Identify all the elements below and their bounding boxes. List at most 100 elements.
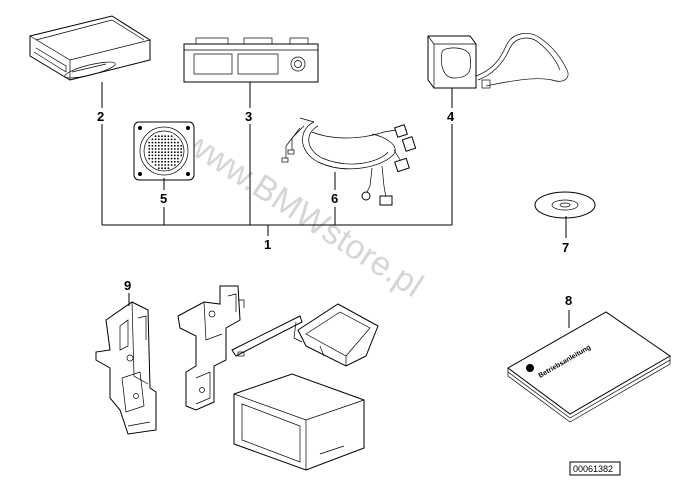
grille-dot <box>151 157 154 160</box>
grille-dot <box>148 144 151 147</box>
part-mounting-bracket <box>95 301 157 435</box>
grille-dot <box>154 157 157 160</box>
grille-dot <box>154 151 157 154</box>
part-owners-manual: Betriebsanleitung <box>507 311 671 423</box>
part-wiring-harness <box>281 117 417 206</box>
grille-dot <box>170 151 173 154</box>
part-navigation-computer <box>29 15 151 81</box>
grille-dot <box>157 135 160 138</box>
grille-dot <box>161 148 163 150</box>
grille-dot <box>161 151 163 154</box>
callout-leaders <box>101 82 570 328</box>
grille-dot <box>167 157 170 160</box>
grille-dot <box>167 135 170 138</box>
grille-dot <box>157 148 160 150</box>
grille-dot <box>151 154 154 157</box>
grille-dot <box>164 144 167 147</box>
part-loudspeaker <box>133 121 195 181</box>
grille-dot <box>164 138 167 141</box>
callout-labels: 2 3 4 5 6 1 7 8 9 <box>97 109 572 308</box>
grille-dot <box>148 157 151 160</box>
grille-dot <box>161 135 163 138</box>
grille-dot <box>177 151 179 154</box>
part-installation-frame <box>233 373 365 471</box>
callout-1: 1 <box>264 237 271 252</box>
grille-dot <box>180 148 183 150</box>
grille-dot <box>170 138 173 141</box>
grille-dot <box>151 144 154 147</box>
grille-dot <box>167 144 170 147</box>
grille-dot <box>148 141 151 144</box>
grille-dot <box>167 164 170 166</box>
grille-dot <box>157 154 160 157</box>
grille-dot <box>173 141 176 144</box>
grille-dot <box>167 141 170 144</box>
grille-dot <box>157 141 160 144</box>
grille-dot <box>161 141 163 144</box>
grille-dot <box>173 144 176 147</box>
grille-dot <box>170 160 173 163</box>
grille-dot <box>167 167 170 170</box>
callout-5: 5 <box>160 191 167 206</box>
grille-dot <box>161 138 163 141</box>
grille-dot <box>161 154 163 157</box>
grille-dot <box>177 160 179 163</box>
grille-dot <box>177 148 179 150</box>
grille-dot <box>167 151 170 154</box>
grille-dot <box>177 154 179 157</box>
grille-dot <box>167 148 170 150</box>
grille-dot <box>151 160 154 163</box>
part-navigation-cd <box>534 191 596 219</box>
grille-dot <box>161 167 163 170</box>
callout-8: 8 <box>565 293 572 308</box>
grille-dot <box>151 138 154 141</box>
grille-dot <box>170 141 173 144</box>
callout-4: 4 <box>447 109 455 124</box>
grille-dot <box>164 157 167 160</box>
grille-dot <box>157 138 160 141</box>
grille-dot <box>157 160 160 163</box>
grille-dot <box>164 141 167 144</box>
callout-6: 6 <box>331 191 338 206</box>
grille-dot <box>161 164 163 166</box>
grille-dot <box>173 148 176 150</box>
grille-dot <box>161 160 163 163</box>
grille-dot <box>173 164 176 166</box>
grille-dot <box>164 148 167 150</box>
grille-dot <box>148 148 151 150</box>
grille-dot <box>157 164 160 166</box>
grille-dot <box>148 154 151 157</box>
diagram-reference: 00061382 <box>569 461 621 476</box>
grille-dot <box>173 157 176 160</box>
grille-dot <box>170 148 173 150</box>
part-navigation-control-unit <box>183 37 319 83</box>
grille-dot <box>167 154 170 157</box>
grille-dot <box>173 151 176 154</box>
grille-dot <box>157 157 160 160</box>
grille-dot <box>164 135 167 138</box>
grille-dot <box>177 144 179 147</box>
grille-dot <box>170 154 173 157</box>
part-holder-tray <box>231 303 379 367</box>
grille-dot <box>164 164 167 166</box>
watermark-text: www.BMWstore.pl <box>177 122 430 305</box>
grille-dot <box>170 135 173 138</box>
callout-3: 3 <box>245 109 252 124</box>
grille-dot <box>148 151 151 154</box>
grille-dot <box>157 151 160 154</box>
part-gps-antenna <box>427 32 569 89</box>
grille-dot <box>173 160 176 163</box>
grille-dot <box>173 154 176 157</box>
grille-dot <box>180 144 183 147</box>
callout-9: 9 <box>124 278 131 293</box>
grille-dot <box>164 160 167 163</box>
grille-dot <box>170 144 173 147</box>
callout-7: 7 <box>562 240 569 255</box>
grille-dot <box>161 144 163 147</box>
grille-dot <box>154 164 157 166</box>
grille-dot <box>151 151 154 154</box>
grille-dot <box>180 154 183 157</box>
diagram-ref-text: 00061382 <box>573 464 613 474</box>
grille-dot <box>154 160 157 163</box>
grille-dot <box>151 141 154 144</box>
